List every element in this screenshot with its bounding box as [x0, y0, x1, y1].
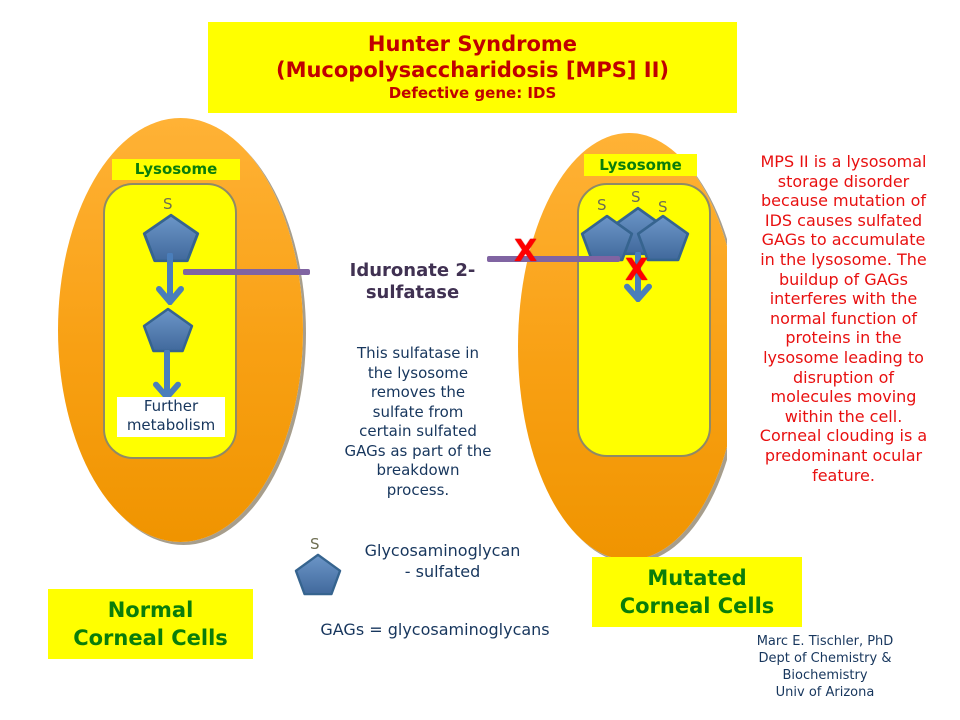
title-line-3: Defective gene: IDS: [388, 84, 557, 102]
legend-pentagon-label: Glycosaminoglycan - sulfated: [364, 541, 521, 581]
normal-cells-caption: Normal Corneal Cells: [48, 589, 253, 659]
x-mark-icon: X: [514, 234, 538, 269]
attribution: Marc E. Tischler, PhD Dept of Chemistry …: [756, 634, 894, 700]
further-metabolism-box: Further metabolism: [117, 397, 225, 437]
sulfate-symbol: S: [631, 188, 641, 206]
enzyme-pointer-line-left: [183, 269, 310, 275]
enzyme-name: Iduronate 2- sulfatase: [349, 260, 476, 303]
title-box: Hunter Syndrome (Mucopolysaccharidosis […: [208, 22, 737, 113]
title-line-2: (Mucopolysaccharidosis [MPS] II): [275, 58, 670, 82]
arrow-down-icon: [153, 350, 181, 400]
title-line-1: Hunter Syndrome: [367, 32, 578, 56]
gags-definition: GAGs = glycosaminoglycans: [320, 620, 550, 639]
mutated-lysosome-label: Lysosome: [584, 154, 697, 176]
arrow-down-icon: [156, 253, 184, 305]
normal-lysosome-label: Lysosome: [112, 159, 240, 180]
mutated-cells-caption: Mutated Corneal Cells: [592, 557, 802, 627]
gag-pentagon-icon: [142, 307, 194, 353]
sulfate-symbol: S: [163, 195, 173, 213]
mps-note: MPS II is a lysosomal storage disorder b…: [727, 152, 960, 486]
gag-pentagon-icon: [294, 553, 342, 596]
gag-pentagon-icon: [636, 214, 690, 262]
sulfate-symbol: S: [597, 196, 607, 214]
enzyme-description: This sulfatase in the lysosome removes t…: [344, 344, 492, 499]
blocked-arrow-down-icon: [624, 252, 652, 302]
x-mark-icon: X: [625, 253, 649, 288]
sulfate-symbol: S: [310, 535, 320, 553]
sulfate-symbol: S: [658, 198, 668, 216]
enzyme-pointer-line-right: [487, 256, 620, 262]
